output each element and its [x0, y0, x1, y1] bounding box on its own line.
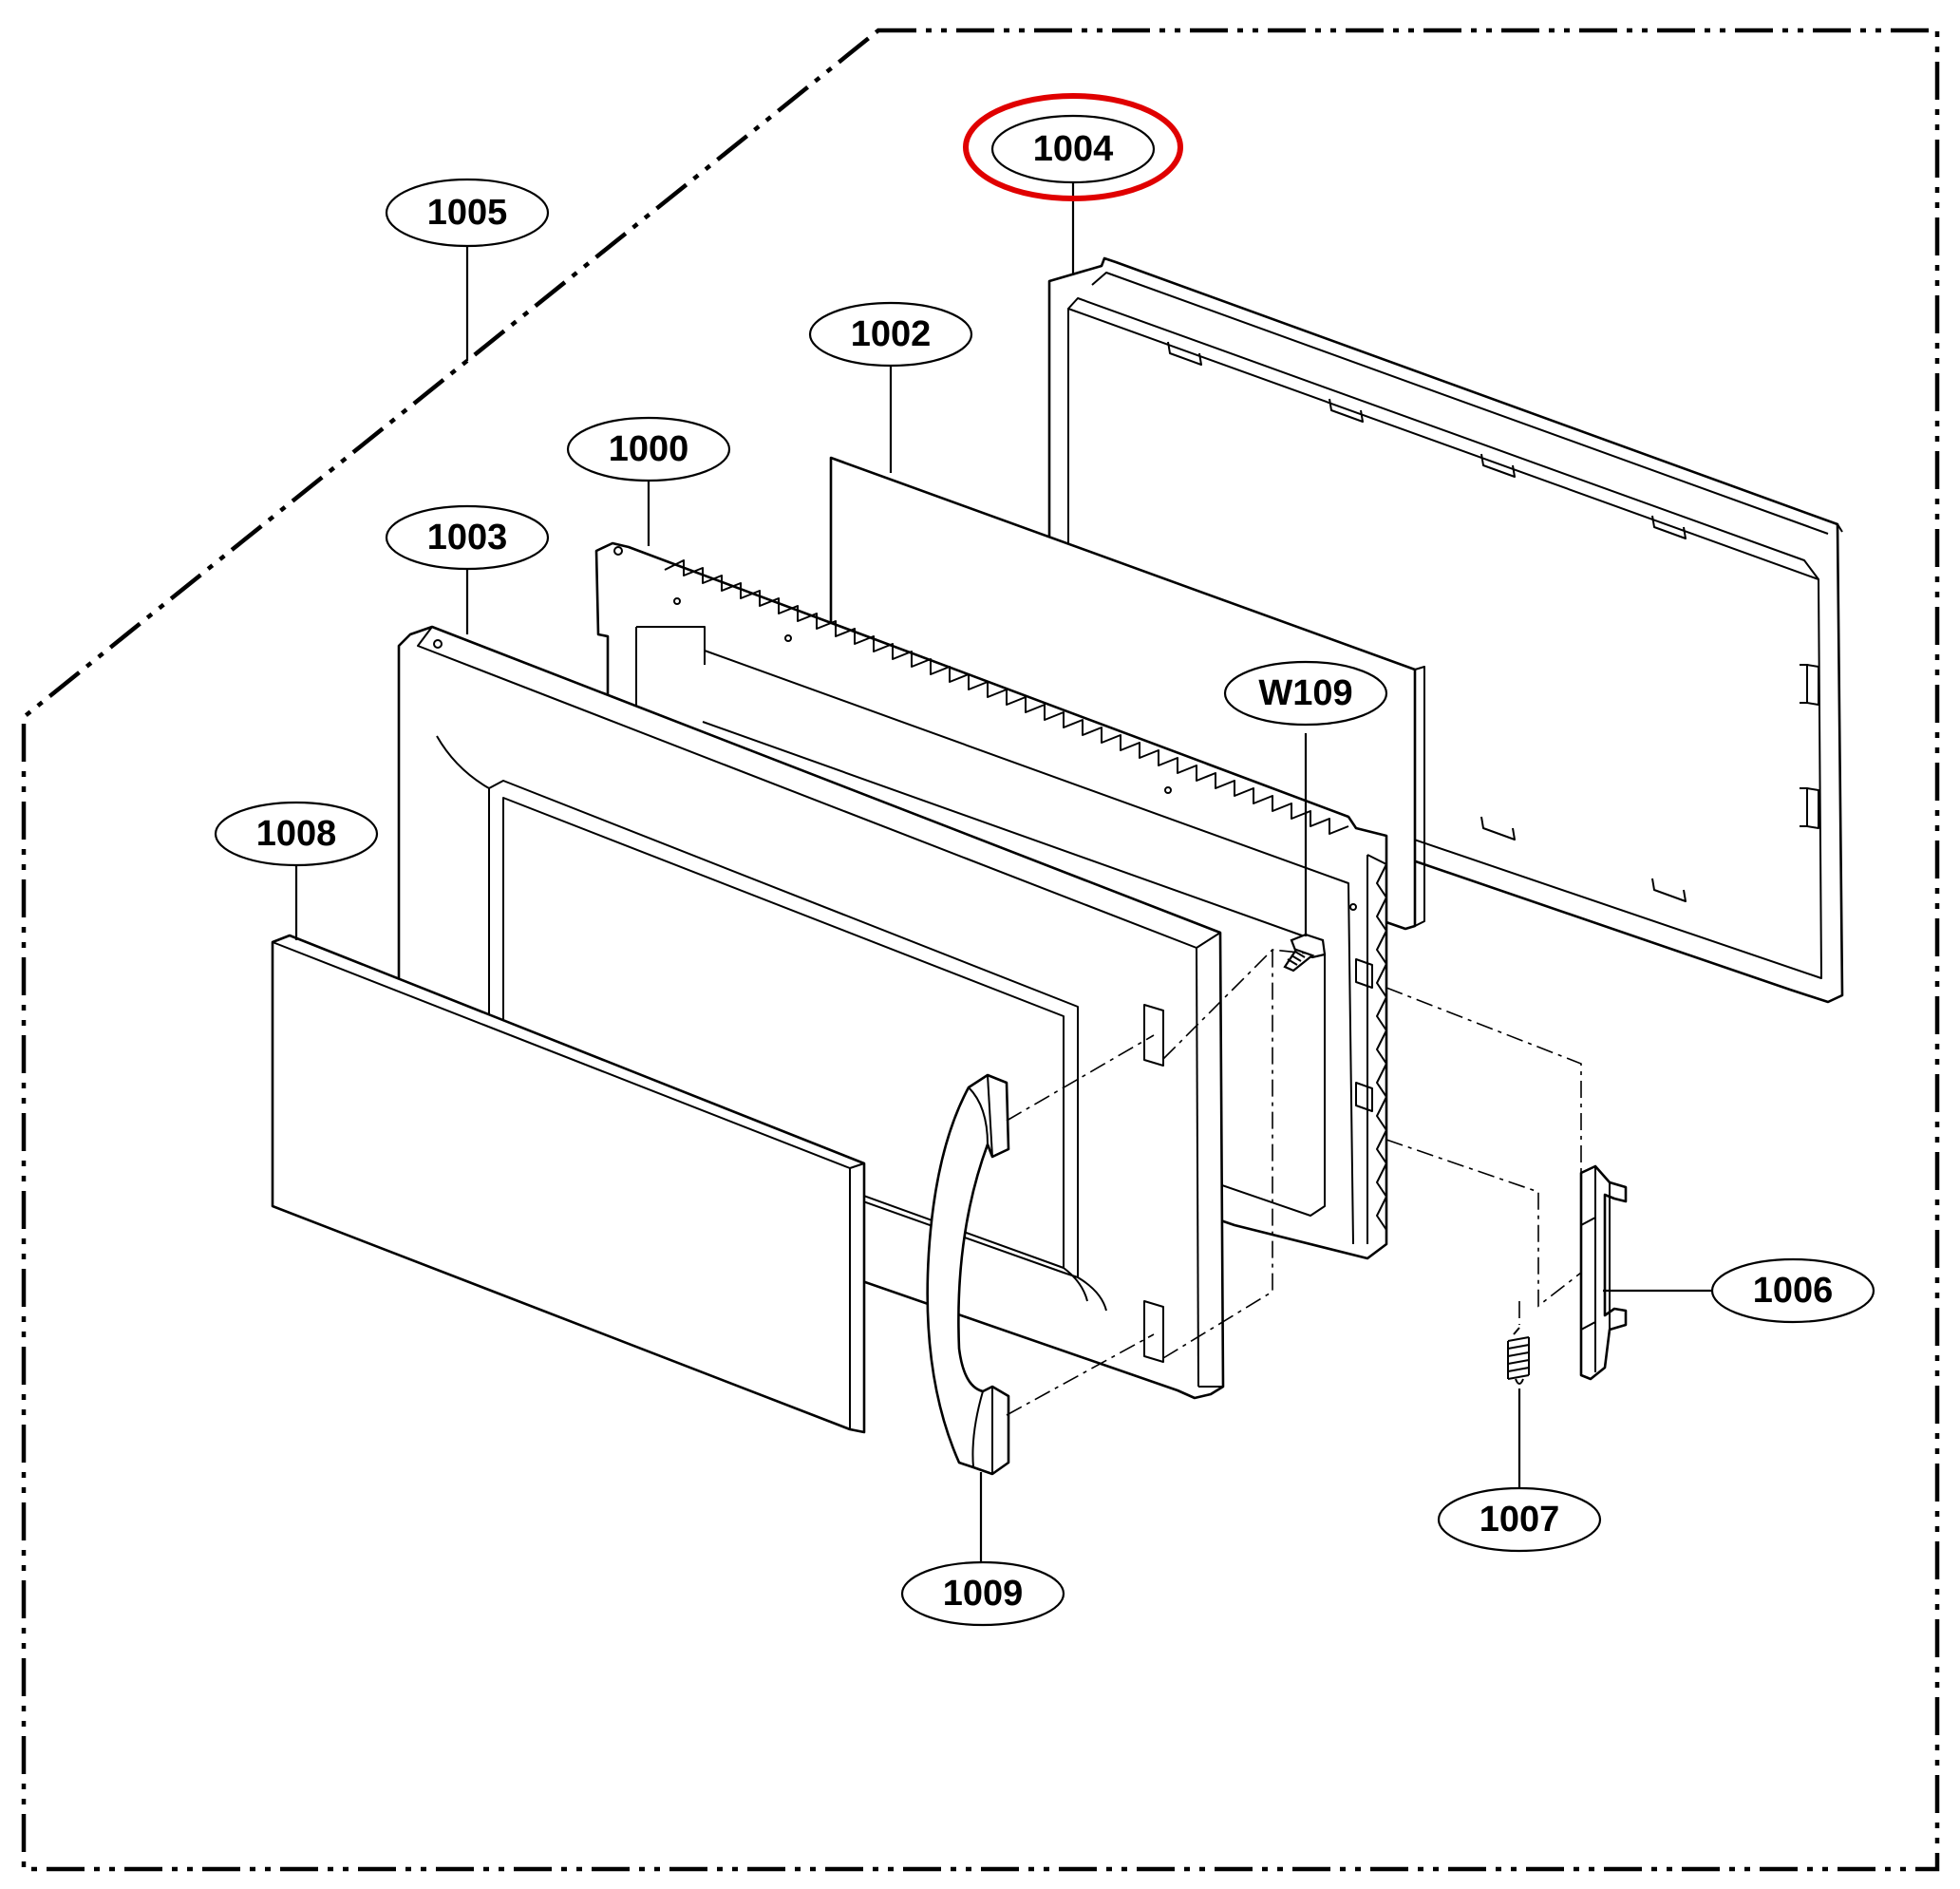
- assembly-boundary: [21, 28, 1940, 1872]
- label-1004-text: 1004: [1033, 129, 1114, 169]
- highlight-circle: [963, 93, 1183, 201]
- label-w109-text: W109: [1258, 673, 1352, 713]
- label-1003: 1003: [385, 504, 550, 571]
- part-1006-latch-hook: [1579, 1164, 1628, 1381]
- label-1005: 1005: [385, 178, 550, 248]
- label-1006: 1006: [1710, 1257, 1875, 1324]
- label-1008: 1008: [214, 801, 379, 867]
- assembly-guide-lines: [1006, 949, 1582, 1416]
- label-1004: 1004: [990, 114, 1156, 184]
- label-1006-text: 1006: [1753, 1271, 1834, 1311]
- label-1007: 1007: [1437, 1486, 1602, 1553]
- label-1007-text: 1007: [1479, 1500, 1560, 1540]
- label-w109: W109: [1223, 660, 1388, 727]
- label-1000-text: 1000: [609, 429, 689, 469]
- label-1000: 1000: [566, 416, 731, 482]
- label-1005-text: 1005: [427, 193, 508, 233]
- label-1009-text: 1009: [943, 1574, 1024, 1614]
- part-w109-screw: [1283, 933, 1327, 973]
- label-1009: 1009: [900, 1560, 1065, 1627]
- label-1003-text: 1003: [427, 518, 508, 557]
- label-1002-text: 1002: [851, 314, 932, 354]
- label-1002: 1002: [808, 301, 973, 368]
- part-1008-front-glass: [271, 934, 866, 1434]
- part-1007-spring: [1507, 1327, 1530, 1385]
- part-1009-door-handle: [926, 1073, 1010, 1476]
- label-1008-text: 1008: [256, 814, 337, 854]
